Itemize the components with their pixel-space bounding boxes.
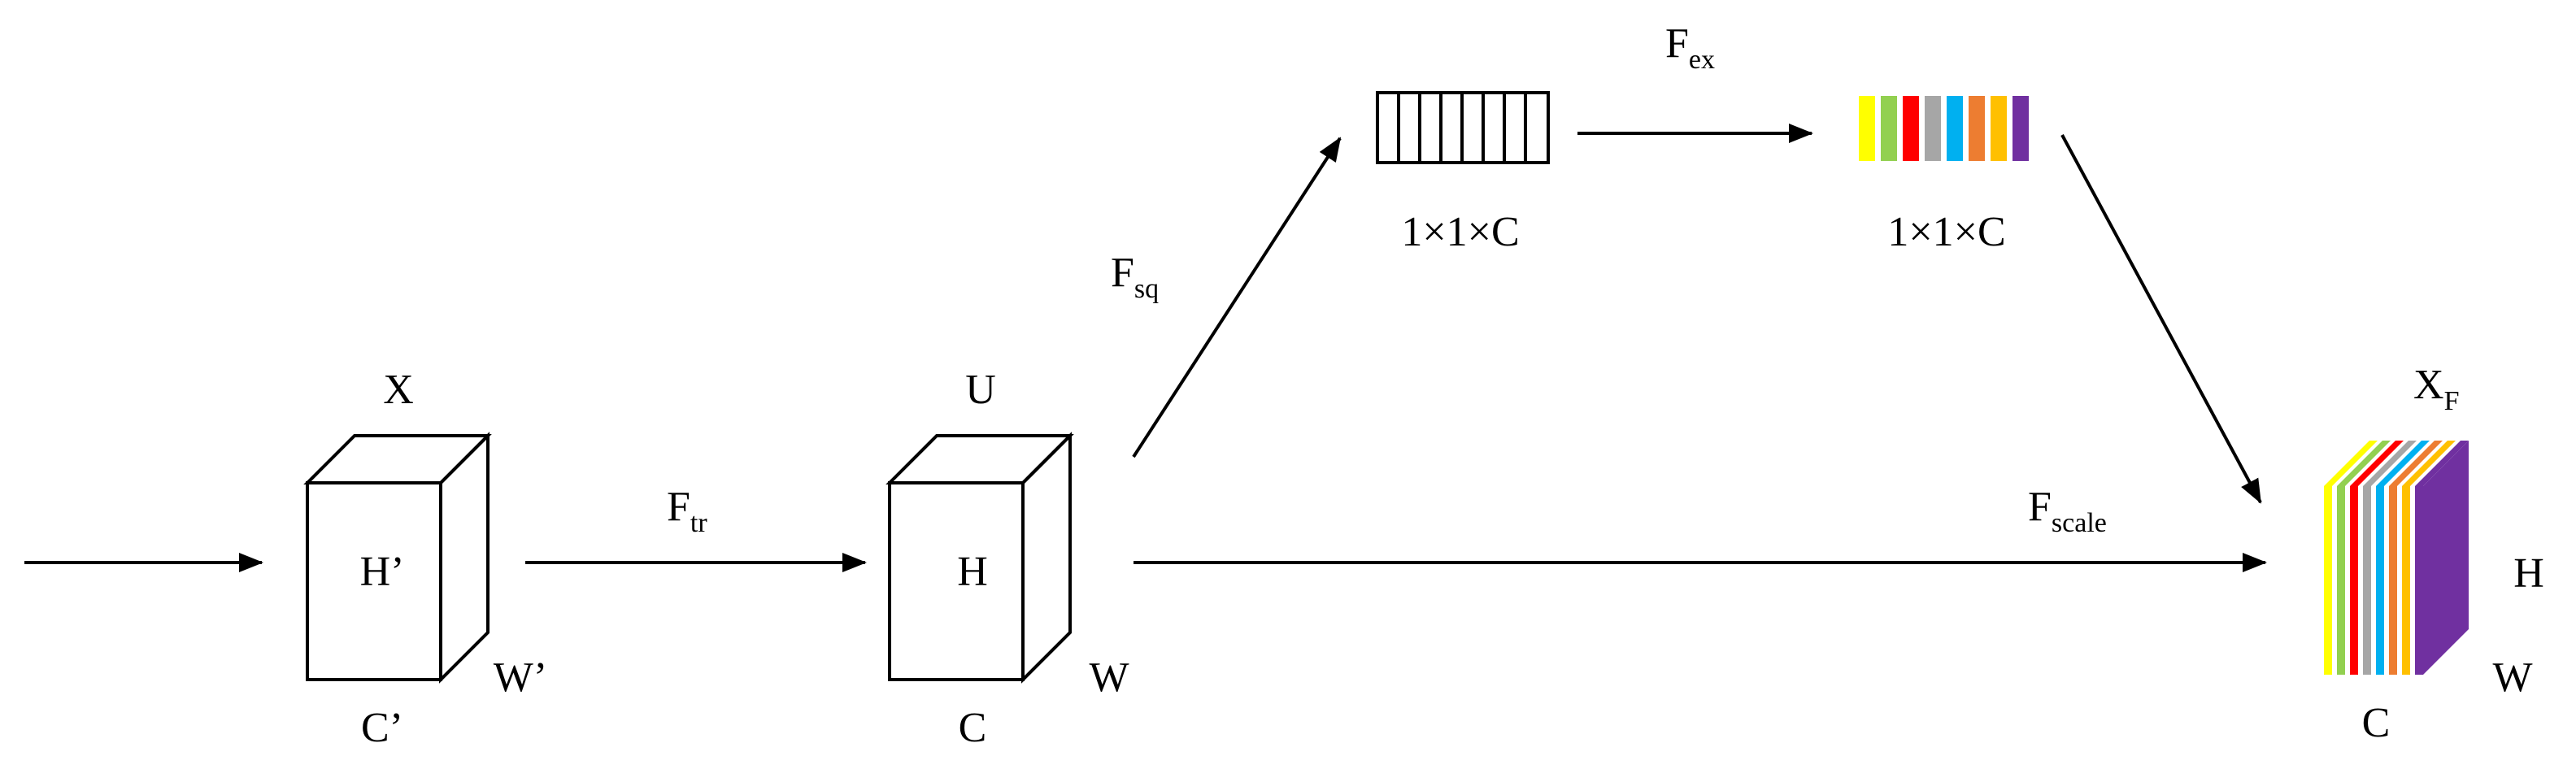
result-side-face: [2423, 441, 2469, 675]
result-slice-top: [2350, 441, 2404, 486]
result-slice-top: [2363, 441, 2417, 486]
output-block: [886, 432, 1074, 684]
output-block-top-label: U: [965, 367, 996, 413]
squeeze-vector-label: 1×1×C: [1401, 209, 1519, 255]
excitation-label: Fex: [1665, 20, 1715, 75]
result-block-height-label: H: [2513, 550, 2544, 597]
input-block-side-label: W’: [494, 654, 547, 701]
excitation-vector: [1859, 96, 2029, 161]
result-slice-top: [2402, 441, 2456, 486]
result-slice: [2389, 486, 2397, 675]
transform-label: Ftr: [667, 484, 707, 538]
excitation-bar: [1925, 96, 1941, 161]
result-block-top-label: XF: [2413, 362, 2459, 416]
input-block-top-label: X: [383, 367, 414, 413]
excitation-bar: [1947, 96, 1963, 161]
reweight-arrow: [2060, 134, 2262, 504]
excitation-bar: [1969, 96, 1985, 161]
result-slice: [2324, 486, 2332, 675]
input-block-bottom-label: C’: [361, 705, 403, 751]
result-slice: [2350, 486, 2358, 675]
squeeze-vector: [1376, 91, 1550, 164]
output-block-face-label: H: [957, 549, 988, 595]
scale-label: Fscale: [2028, 484, 2107, 538]
squeeze-label: Fsq: [1111, 250, 1159, 304]
result-slice-top: [2415, 441, 2469, 486]
result-slice-top: [2337, 441, 2391, 486]
result-slice-top: [2324, 441, 2378, 486]
squeeze-arrow: [1132, 137, 1342, 458]
excitation-bar: [1991, 96, 2007, 161]
result-slice: [2363, 486, 2371, 675]
result-slice: [2376, 486, 2384, 675]
output-block-side-label: W: [1089, 654, 1129, 701]
excitation-bar: [1903, 96, 1919, 161]
input-block-face-label: H’: [360, 549, 405, 595]
excitation-bar: [1881, 96, 1897, 161]
result-block-bottom-label: C: [2362, 700, 2391, 746]
excitation-bar: [1859, 96, 1875, 161]
output-block-bottom-label: C: [959, 705, 987, 751]
result-slice: [2337, 486, 2345, 675]
result-block: [2324, 441, 2469, 675]
result-slice: [2402, 486, 2410, 675]
result-block-side-label: W: [2492, 654, 2532, 701]
result-slice-top: [2389, 441, 2443, 486]
excitation-vector-label: 1×1×C: [1887, 209, 2005, 255]
excitation-bar: [2012, 96, 2029, 161]
result-slice: [2415, 486, 2423, 675]
input-block: [303, 432, 492, 684]
result-slice-top: [2376, 441, 2430, 486]
